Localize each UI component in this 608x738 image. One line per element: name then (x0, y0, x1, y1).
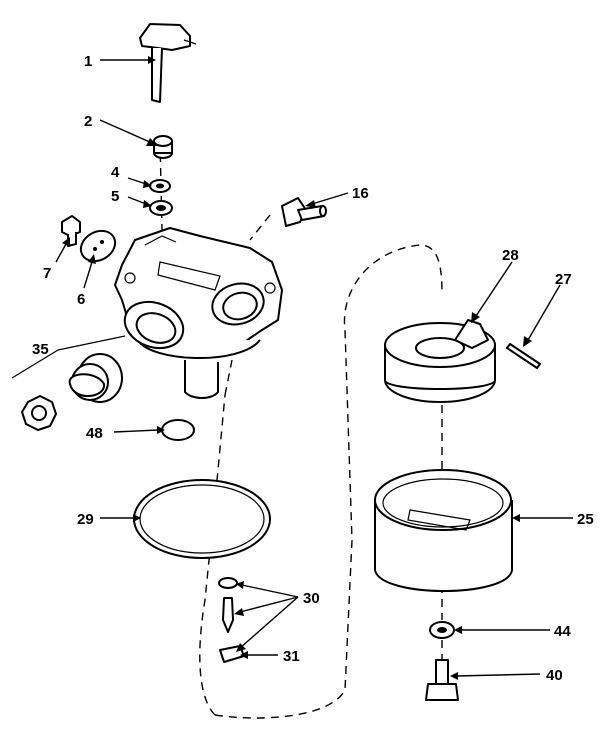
callout-35: 35 (32, 341, 49, 358)
part-throttle-shaft (139, 23, 197, 103)
part-bowl-nut (425, 659, 459, 701)
callout-2: 2 (84, 113, 92, 130)
callout-6: 6 (77, 291, 85, 308)
part-needle-valve (218, 577, 238, 633)
leader-lines (55, 56, 573, 680)
part-float-bowl (374, 469, 513, 592)
callout-28: 28 (502, 247, 519, 264)
part-fuel-fitting (281, 197, 327, 227)
callout-labels: 1 2 4 5 6 7 16 25 27 28 29 30 31 35 40 4… (32, 53, 594, 684)
callout-25: 25 (577, 511, 594, 528)
callout-30: 30 (303, 590, 320, 607)
part-seal (153, 135, 173, 159)
part-welch-plug (161, 419, 195, 441)
callout-5: 5 (111, 188, 119, 205)
part-float (384, 319, 496, 403)
callout-29: 29 (77, 511, 94, 528)
part-washer-4 (149, 179, 171, 193)
part-pin (506, 343, 541, 369)
callout-40: 40 (546, 667, 563, 684)
callout-44: 44 (554, 623, 571, 640)
part-gasket (133, 479, 271, 559)
part-carburetor-body (114, 227, 283, 399)
part-bowl-washer (429, 621, 455, 639)
part-choke-assembly (11, 335, 126, 431)
callout-7: 7 (43, 265, 51, 282)
callout-31: 31 (283, 648, 300, 665)
callout-4: 4 (111, 164, 120, 181)
callout-48: 48 (86, 425, 103, 442)
part-washer-5 (149, 200, 173, 216)
callout-27: 27 (555, 271, 572, 288)
part-screw (61, 215, 81, 247)
callout-1: 1 (84, 53, 92, 70)
part-throttle-plate (79, 229, 117, 263)
alignment-lines (159, 139, 443, 719)
callout-16: 16 (352, 185, 369, 202)
